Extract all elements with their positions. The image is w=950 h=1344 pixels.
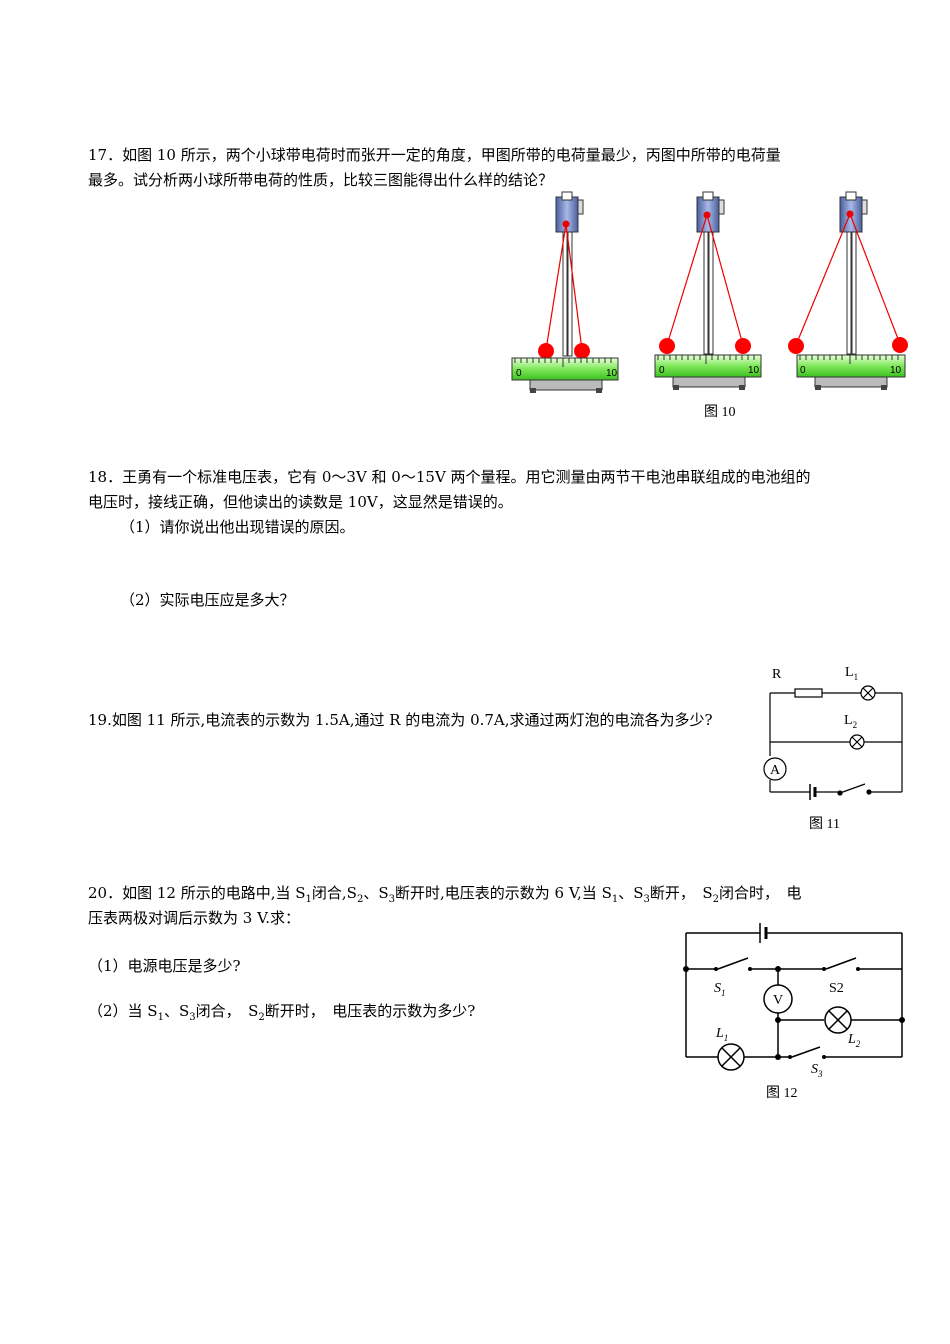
q19-text: 19.如图 11 所示,电流表的示数为 1.5A,通过 R 的电流为 0.7A,… xyxy=(88,711,713,729)
q20-text-line2: 压表两极对调后示数为 3 V.求： xyxy=(88,909,301,927)
q17-text-line2: 最多。试分析两小球所带电荷的性质，比较三图能得出什么样的结论？ xyxy=(88,171,554,189)
electroscope-1 xyxy=(511,191,619,393)
q18-text-line1: 18．王勇有一个标准电压表，它有 0～3V 和 0～15V 两个量程。用它测量由… xyxy=(88,468,811,486)
fig12-label-L1: L1 xyxy=(715,1026,728,1043)
scale-zero-2: 0 xyxy=(659,365,665,376)
q18-sub2: （2）实际电压应是多大？ xyxy=(120,591,295,609)
scale-ten-3: 10 xyxy=(890,365,902,376)
scale-zero-3: 0 xyxy=(800,365,806,376)
fig12-label-S1: S1 xyxy=(714,981,726,998)
figure-12-caption: 图 12 xyxy=(766,1086,798,1101)
q18-text-line2: 电压时，接线正确，但他读出的读数是 10V，这显然是错误的。 xyxy=(88,493,513,511)
fig11-label-L1: L1 xyxy=(845,665,858,682)
q20-sub2: （2）当 S1、S3闭合， S2断开时， 电压表的示数为多少? xyxy=(88,1002,476,1023)
fig11-label-R: R xyxy=(772,667,782,682)
q20-sub1: （1）电源电压是多少? xyxy=(88,957,241,975)
electroscope-3 xyxy=(788,191,908,390)
fig12-label-S2: S2 xyxy=(829,981,844,996)
fig12-label-L2: L2 xyxy=(847,1032,861,1049)
fig12-voltmeter-label: V xyxy=(773,993,783,1008)
figure-10-caption: 图 10 xyxy=(704,405,736,420)
scale-ten-2: 10 xyxy=(748,365,760,376)
figure-11-caption: 图 11 xyxy=(809,817,840,832)
fig12-label-S3: S3 xyxy=(811,1062,823,1079)
scale-zero-1: 0 xyxy=(516,368,522,379)
q17-text-line1: 17．如图 10 所示，两个小球带电荷时而张开一定的角度，甲图所带的电荷量最少，… xyxy=(88,146,781,164)
q20-text-line1: 20．如图 12 所示的电路中,当 S1闭合,S2、S3断开时,电压表的示数为 … xyxy=(88,884,802,905)
electroscope-2 xyxy=(654,191,762,390)
fig11-label-L2: L2 xyxy=(844,713,857,730)
scale-ten-1: 10 xyxy=(606,368,618,379)
q18-sub1: （1）请你说出他出现错误的原因。 xyxy=(120,518,355,536)
fig11-ammeter-label: A xyxy=(770,763,781,778)
